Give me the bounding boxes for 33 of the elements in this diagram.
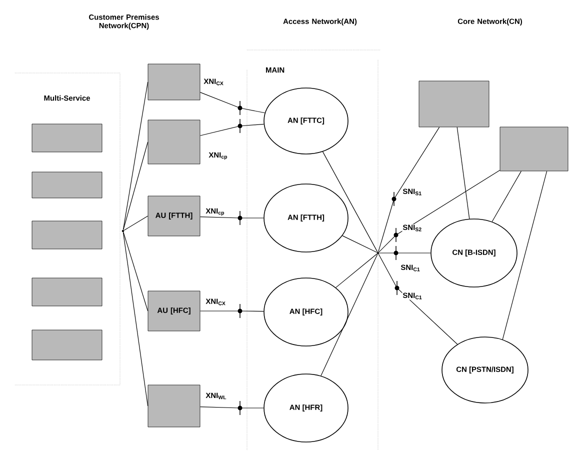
device-box [32, 220, 102, 250]
connector-line [342, 235, 378, 253]
connector-line [200, 400, 264, 416]
connector-line [378, 170, 500, 252]
connector-line [123, 142, 148, 230]
connector-line [123, 232, 148, 312]
connector-line [200, 304, 264, 318]
connector-line [200, 92, 266, 116]
device-box [32, 330, 102, 360]
device-box [32, 124, 102, 152]
device-box [148, 64, 200, 100]
connector-line [320, 254, 378, 376]
device-box [500, 126, 568, 172]
connector-line [122, 82, 148, 230]
connector-line [200, 210, 264, 226]
connector-line [379, 246, 431, 260]
connector-line [336, 254, 378, 288]
connector-line [456, 126, 470, 220]
junction-point [122, 230, 124, 232]
device-box [148, 120, 200, 164]
connector-line [492, 170, 522, 222]
connector-line [378, 254, 458, 345]
junction-point [376, 252, 380, 254]
device-box [148, 384, 200, 428]
device-box [418, 80, 490, 128]
connector-line [122, 232, 148, 406]
device-box [32, 172, 102, 198]
connector-line [502, 170, 548, 340]
connector-line [378, 126, 440, 252]
connector-line [200, 118, 264, 136]
connector-line [322, 151, 378, 252]
connector-line [124, 216, 148, 231]
device-box [32, 278, 102, 306]
